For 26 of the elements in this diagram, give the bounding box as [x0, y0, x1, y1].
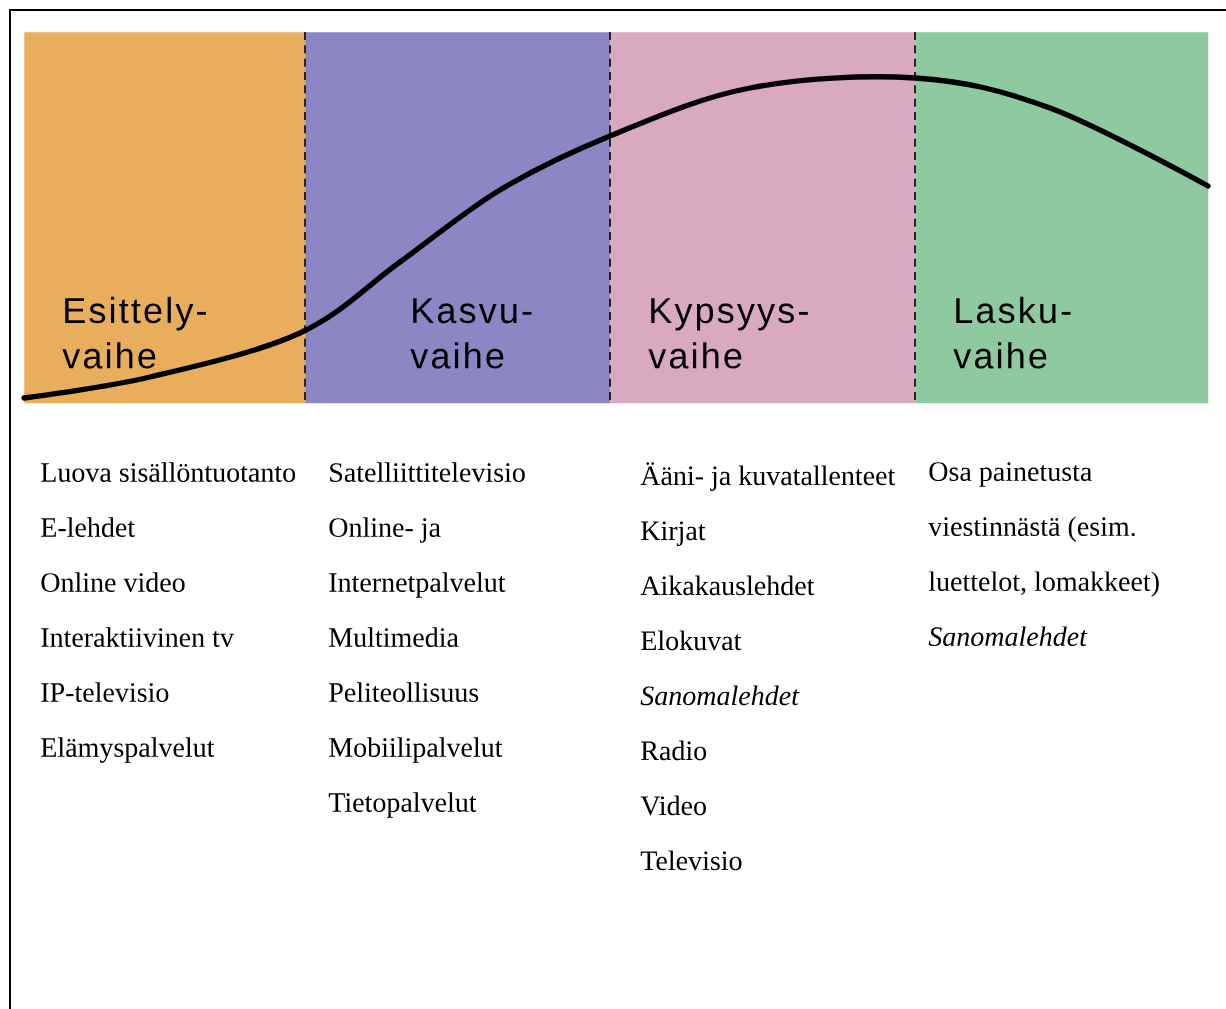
- list-item: Sanomalehdet: [640, 685, 800, 706]
- list-item: Tietopalvelut: [328, 792, 477, 818]
- list-item: Online- ja Internetpalvelut: [329, 517, 506, 598]
- list-item: Kirjat: [641, 521, 706, 546]
- list-item: Televisio: [640, 850, 742, 871]
- list-item: Online video: [41, 572, 185, 592]
- list-item: Osa painetusta viestinnästä (esim. luettelot, lomakkeet): [928, 462, 1159, 597]
- list-item: Aikakauslehdet: [640, 575, 815, 596]
- list-item: Interaktiivinen tv: [41, 627, 234, 647]
- stage-band: Kasvu- vaihe: [305, 32, 611, 404]
- list-item: Elokuvat: [641, 630, 742, 651]
- stage-band: Lasku- vaihe: [915, 32, 1209, 404]
- list-item: Elämyspalvelut: [41, 737, 215, 763]
- list-item: IP-televisio: [41, 682, 169, 702]
- stage-band: Esittely- vaihe: [24, 32, 306, 404]
- list-item: Ääni- ja kuvatallenteet: [640, 462, 896, 491]
- list-item: Sanomalehdet: [928, 626, 1088, 647]
- list-item: Multimedia: [329, 627, 459, 647]
- list-item: Peliteollisuus: [329, 682, 479, 702]
- list-item: Luova sisällöntuotanto: [41, 462, 296, 482]
- list-item: E-lehdet: [41, 517, 135, 537]
- stage-band: Kypsyys- vaihe: [610, 32, 916, 404]
- list-item: Mobiilipalvelut: [329, 737, 503, 763]
- list-item: Satelliittitelevisio: [330, 462, 525, 482]
- list-item: Video: [640, 795, 706, 816]
- list-item: Radio: [641, 740, 707, 761]
